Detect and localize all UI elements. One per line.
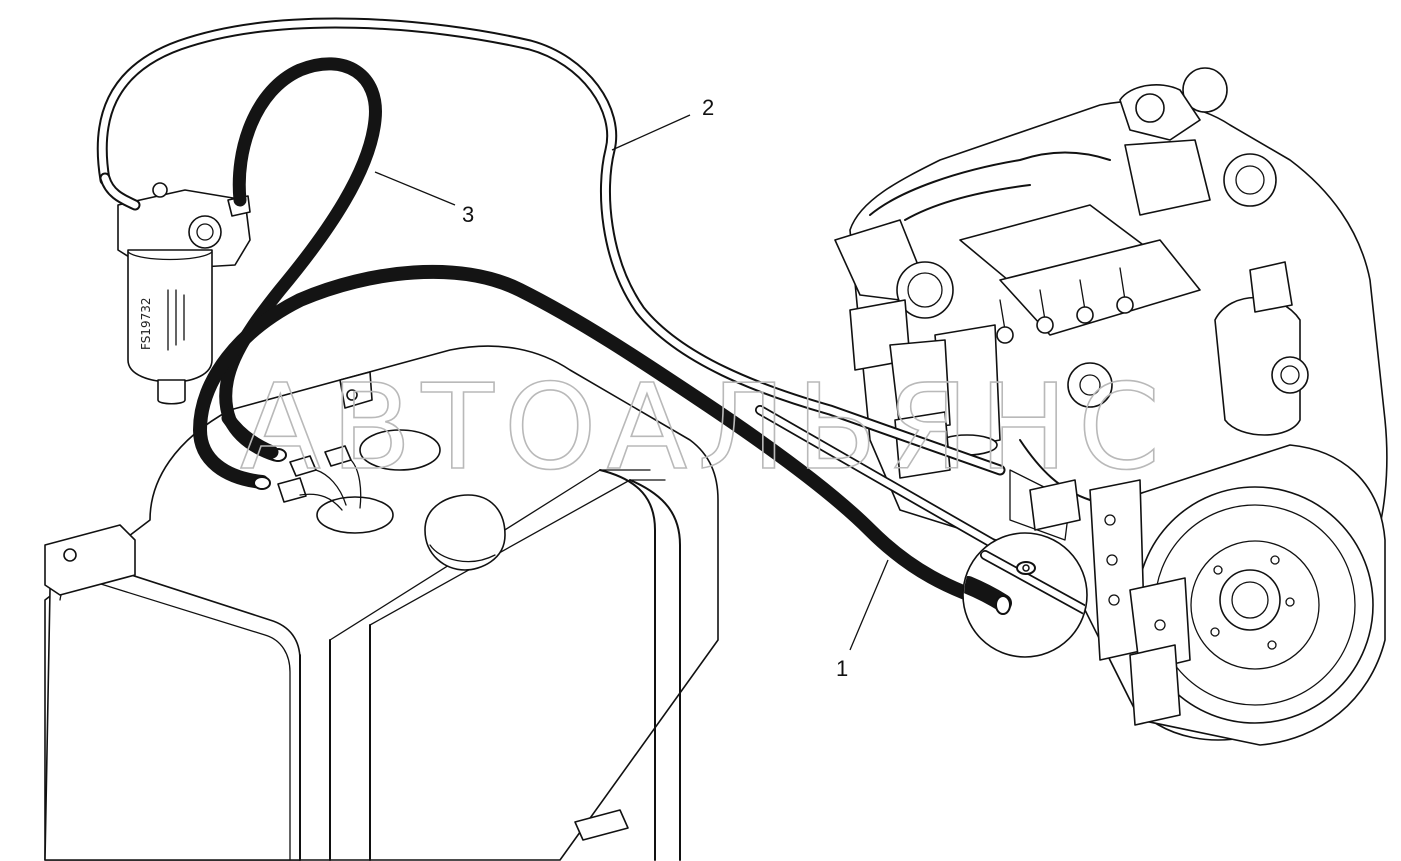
detail-magnifier <box>962 532 1088 658</box>
fuel-hose-1 <box>192 264 1007 612</box>
callout-1-number: 1 <box>836 656 848 681</box>
engine-icon <box>834 67 1388 746</box>
return-line <box>755 405 1035 570</box>
filter-part-label: FS19732 <box>139 298 153 350</box>
callout-2-number: 2 <box>702 95 714 120</box>
hose-3-end <box>221 411 279 459</box>
callout-1: 1 <box>836 559 889 681</box>
fuel-filter-icon: FS19732 <box>117 182 251 405</box>
fuel-line-2 <box>96 17 1006 476</box>
callout-3-number: 3 <box>462 202 474 227</box>
callout-3: 3 <box>374 171 474 227</box>
watermark: АВТОАЛЬЯНС <box>240 358 1170 496</box>
callout-2: 2 <box>611 95 714 151</box>
fuel-tank-icon <box>44 345 719 861</box>
